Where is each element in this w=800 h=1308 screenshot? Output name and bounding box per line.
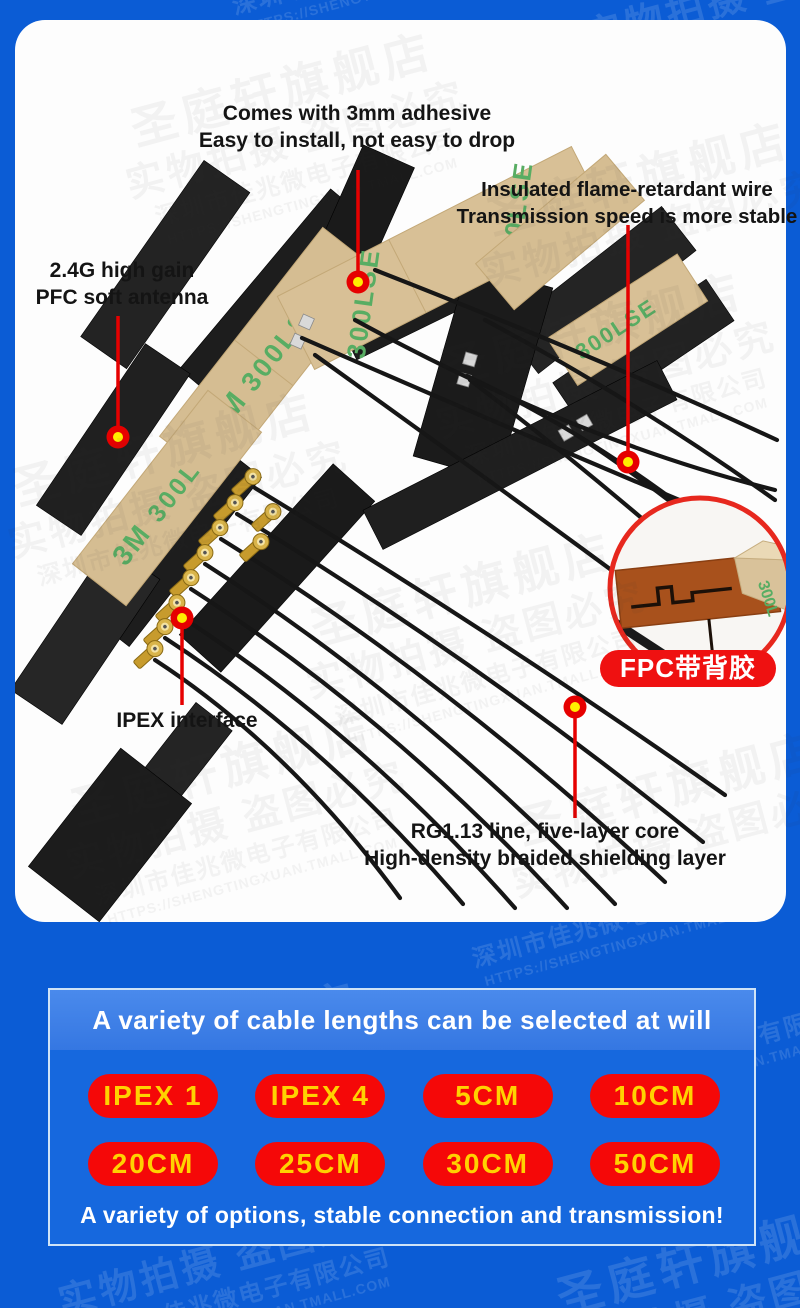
- option-30cm[interactable]: 30CM: [422, 1142, 553, 1186]
- photo-panel: 3M 300LSE 300LSE 300LSE 3M 300L 300LSE: [15, 20, 786, 922]
- options-row-1: IPEX 1 IPEX 4 5CM 10CM: [50, 1074, 754, 1118]
- option-10cm[interactable]: 10CM: [589, 1074, 720, 1118]
- options-panel-header: A variety of cable lengths can be select…: [50, 990, 754, 1050]
- label-insulated-wire: Insulated flame-retardant wire Transmiss…: [456, 178, 798, 228]
- label-adhesive: Comes with 3mm adhesive Easy to install,…: [198, 102, 516, 152]
- label-rg113-cable: RG1.13 line, five-layer core High-densit…: [364, 820, 726, 870]
- option-25cm[interactable]: 25CM: [255, 1142, 386, 1186]
- option-5cm[interactable]: 5CM: [422, 1074, 553, 1118]
- options-row-2: 20CM 25CM 30CM 50CM: [50, 1142, 754, 1186]
- coax-cables: [152, 267, 780, 911]
- antenna-photo: 3M 300LSE 300LSE 300LSE 3M 300L 300LSE: [15, 144, 786, 922]
- label-antenna: 2.4G high gain PFC soft antenna: [35, 259, 209, 309]
- fpc-antenna-strips: [15, 144, 735, 922]
- magnifier-inset: 300L: [607, 495, 786, 681]
- option-50cm[interactable]: 50CM: [589, 1142, 720, 1186]
- option-20cm[interactable]: 20CM: [88, 1142, 218, 1186]
- callout-markers: [106, 270, 640, 719]
- fpc-adhesive-badge: FPC带背胶: [600, 650, 776, 687]
- option-ipex-1[interactable]: IPEX 1: [88, 1074, 218, 1118]
- options-panel-title: A variety of cable lengths can be select…: [92, 1004, 712, 1035]
- option-ipex-4[interactable]: IPEX 4: [255, 1074, 386, 1118]
- label-ipex-interface: IPEX interface: [116, 709, 258, 732]
- options-panel: A variety of cable lengths can be select…: [48, 988, 756, 1246]
- callout-lines: [116, 170, 630, 818]
- options-panel-footer: A variety of options, stable connection …: [80, 1202, 724, 1228]
